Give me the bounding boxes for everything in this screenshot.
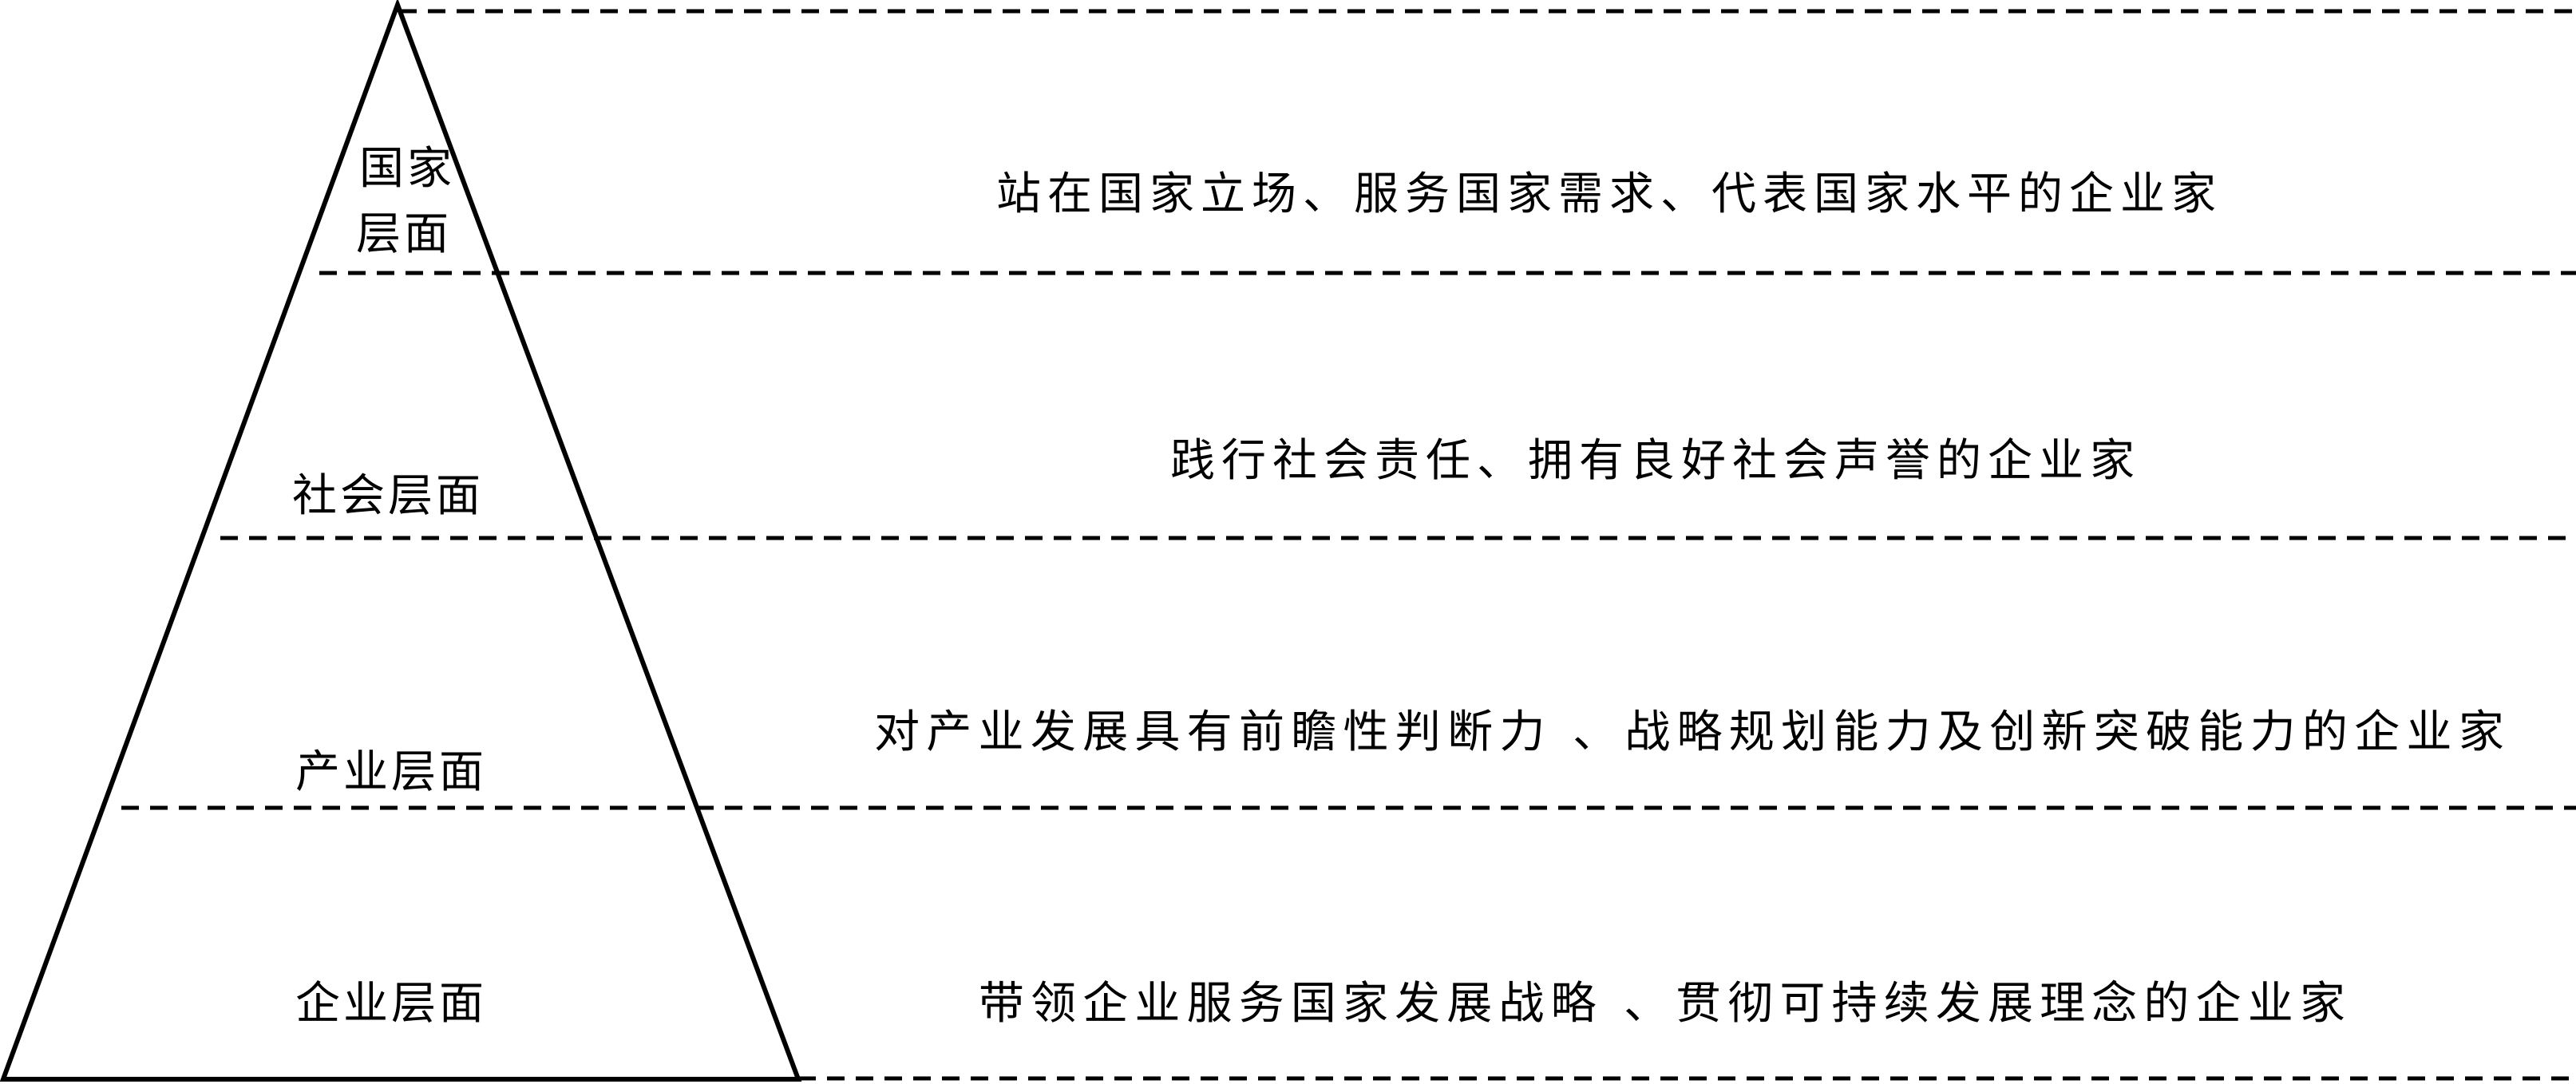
level-label-national-line1: 国家 <box>359 143 455 195</box>
level-label-enterprise: 企业层面 <box>295 978 487 1030</box>
level-description-industry: 对产业发展具有前瞻性判断力 、战略规划能力及创新突破能力的企业家 <box>874 706 2511 758</box>
level-description-social: 践行社会责任、拥有良好社会声誉的企业家 <box>1170 435 2141 487</box>
level-label-national-line2: 层面 <box>356 208 452 260</box>
level-label-social: 社会层面 <box>292 470 484 522</box>
level-label-industry: 产业层面 <box>295 746 487 798</box>
level-description-enterprise: 带领企业服务国家发展战略 、贯彻可持续发展理念的企业家 <box>979 978 2352 1030</box>
pyramid-triangle <box>0 0 802 1082</box>
level-description-national: 站在国家立场、服务国家需求、代表国家水平的企业家 <box>996 168 2222 220</box>
